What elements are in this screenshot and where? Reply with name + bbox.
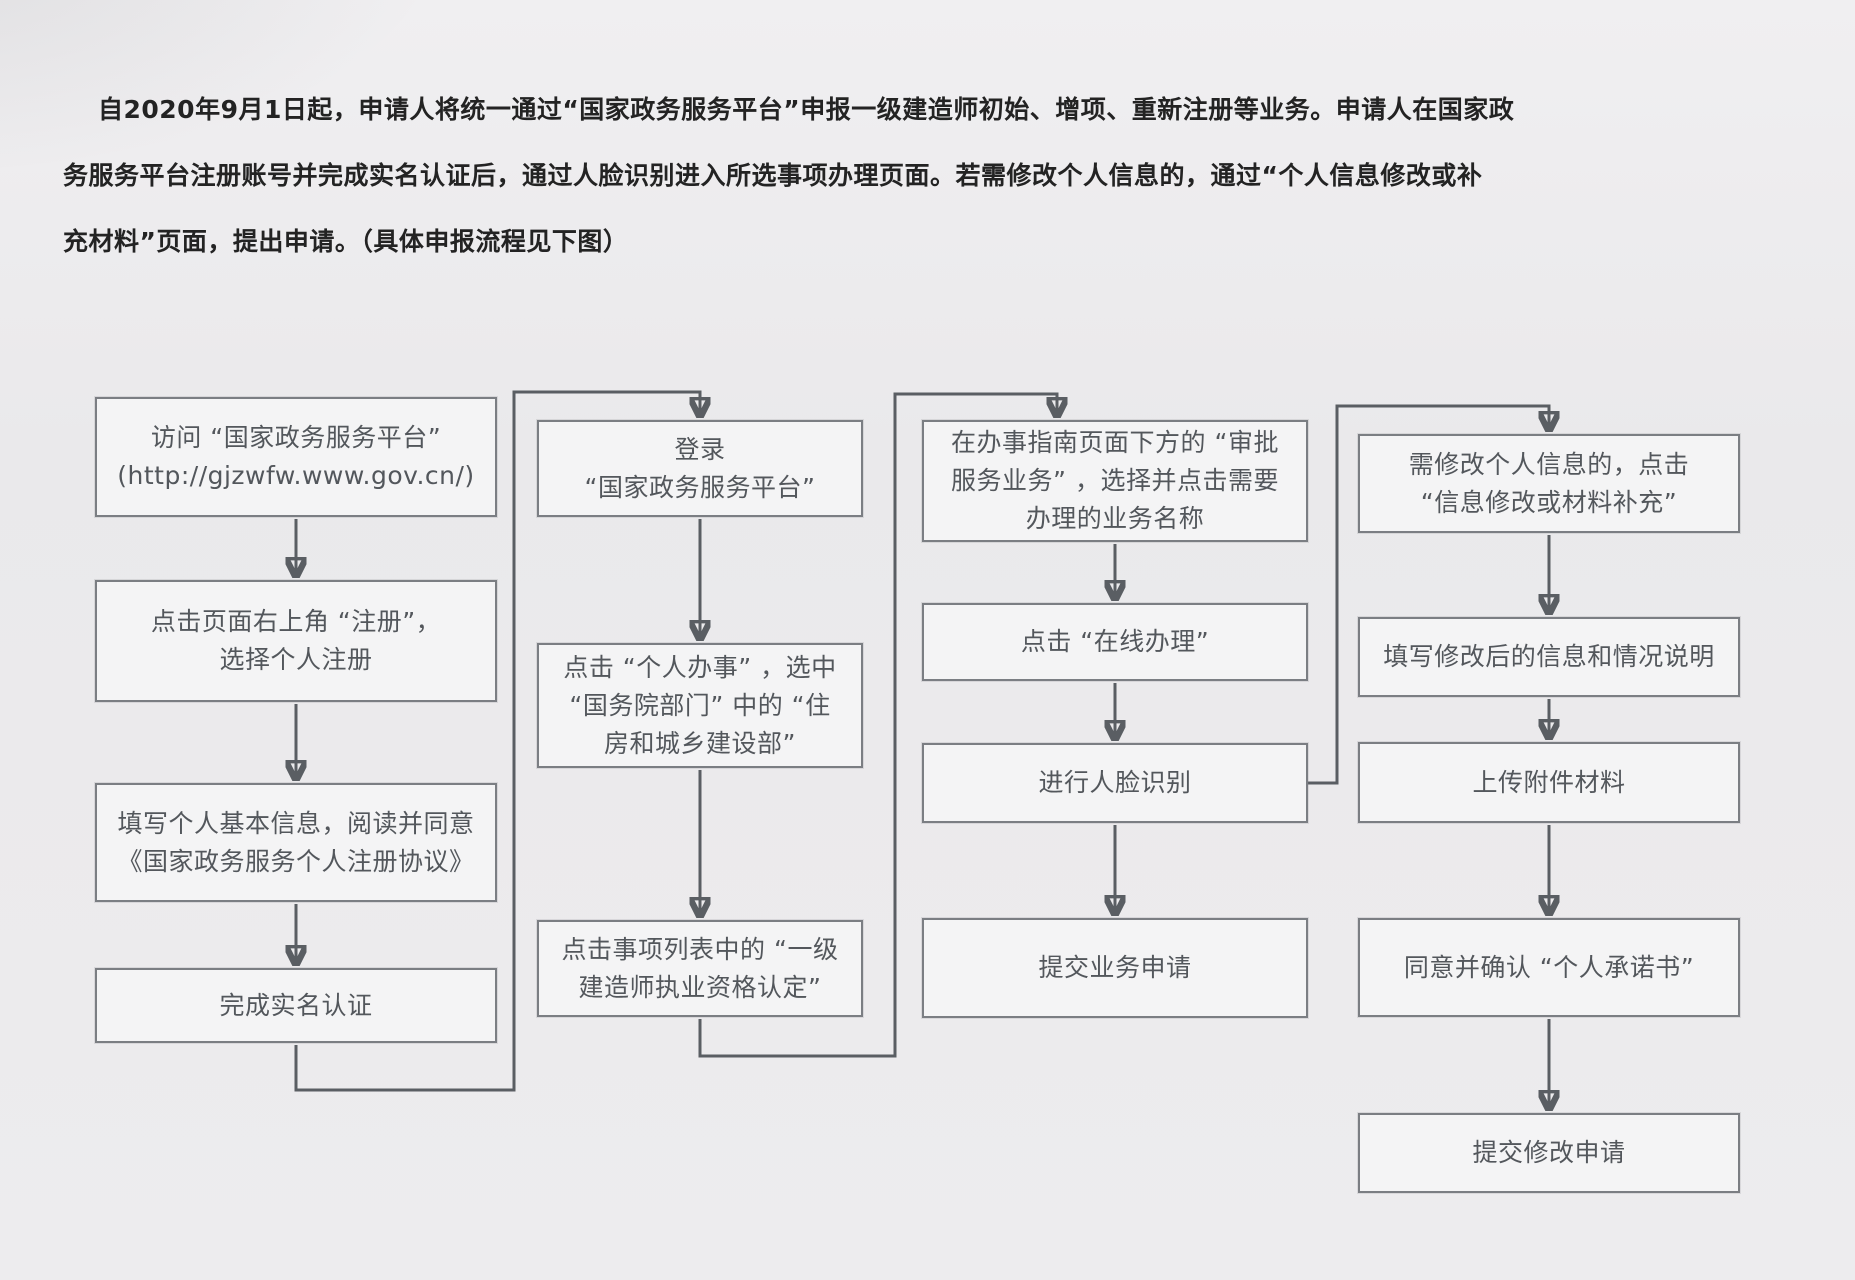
step-text: 房和城乡建设部” <box>604 728 796 758</box>
intro-paragraph: 自2020年9月1日起，申请人将统一通过“国家政务服务平台”申报一级建造师初始、… <box>63 77 1823 275</box>
step-text: 建造师执业资格认定” <box>578 972 822 1002</box>
step-visit-platform: 访问 “国家政务服务平台” (http://gjzwfw.www.gov.cn/… <box>95 397 497 517</box>
step-fill-personal-info: 填写个人基本信息，阅读并同意 《国家政务服务个人注册协议》 <box>95 783 497 902</box>
step-click-online-handling: 点击 “在线办理” <box>922 603 1308 681</box>
step-text: 填写修改后的信息和情况说明 <box>1383 642 1715 671</box>
step-text: 服务业务” ，选择并点击需要 <box>951 466 1279 495</box>
step-face-recognition: 进行人脸识别 <box>922 743 1308 823</box>
intro-line-2: 务服务平台注册账号并完成实名认证后，通过人脸识别进入所选事项办理页面。若需修改个… <box>63 161 1483 190</box>
step-text: 同意并确认 “个人承诺书” <box>1403 952 1695 982</box>
step-text: 办理的业务名称 <box>1025 504 1205 533</box>
step-text: 完成实名认证 <box>219 990 373 1020</box>
step-text: “国务院部门” 中的 “住 <box>569 690 831 720</box>
step-text: 点击 “在线办理” <box>1020 627 1210 656</box>
step-text: 点击页面右上角 “注册”， <box>150 607 442 636</box>
step-text: 在办事指南页面下方的 “审批 <box>951 428 1279 457</box>
step-submit-modification-application: 提交修改申请 <box>1358 1113 1740 1193</box>
step-text: “信息修改或材料补充” <box>1420 487 1678 517</box>
step-text: 点击事项列表中的 “一级 <box>561 934 839 964</box>
step-text: 点击 “个人办事” ，选中 <box>563 652 837 682</box>
intro-line-3: 充材料”页面，提出申请。（具体申报流程见下图） <box>63 227 629 256</box>
step-text: 进行人脸识别 <box>1038 768 1192 797</box>
step-submit-business-application: 提交业务申请 <box>922 918 1308 1018</box>
intro-line-1: 自2020年9月1日起，申请人将统一通过“国家政务服务平台”申报一级建造师初始、… <box>98 95 1515 124</box>
step-click-register: 点击页面右上角 “注册”， 选择个人注册 <box>95 580 497 702</box>
step-login-platform: 登录 “国家政务服务平台” <box>537 420 863 517</box>
step-complete-real-name-auth: 完成实名认证 <box>95 968 497 1043</box>
step-text: 需修改个人信息的，点击 <box>1408 449 1690 479</box>
step-upload-attachments: 上传附件材料 <box>1358 742 1740 823</box>
step-click-qualification-item: 点击事项列表中的 “一级 建造师执业资格认定” <box>537 920 863 1017</box>
step-text: 登录 <box>674 434 726 464</box>
step-confirm-personal-commitment: 同意并确认 “个人承诺书” <box>1358 918 1740 1017</box>
step-fill-modified-info: 填写修改后的信息和情况说明 <box>1358 617 1740 697</box>
step-text: 《国家政务服务个人注册协议》 <box>117 846 475 876</box>
step-text: 选择个人注册 <box>219 645 373 674</box>
step-text: 访问 “国家政务服务平台” <box>150 423 442 452</box>
step-select-approval-service: 在办事指南页面下方的 “审批 服务业务” ，选择并点击需要 办理的业务名称 <box>922 420 1308 542</box>
step-click-personal-services: 点击 “个人办事” ，选中 “国务院部门” 中的 “住 房和城乡建设部” <box>537 643 863 768</box>
step-text: 上传附件材料 <box>1472 767 1626 797</box>
step-text: 填写个人基本信息，阅读并同意 <box>117 808 475 838</box>
step-text: 提交业务申请 <box>1038 953 1192 982</box>
step-text: (http://gjzwfw.www.gov.cn/) <box>117 461 475 490</box>
step-click-info-modification: 需修改个人信息的，点击 “信息修改或材料补充” <box>1358 434 1740 533</box>
step-text: “国家政务服务平台” <box>584 472 816 502</box>
step-text: 提交修改申请 <box>1472 1138 1626 1167</box>
